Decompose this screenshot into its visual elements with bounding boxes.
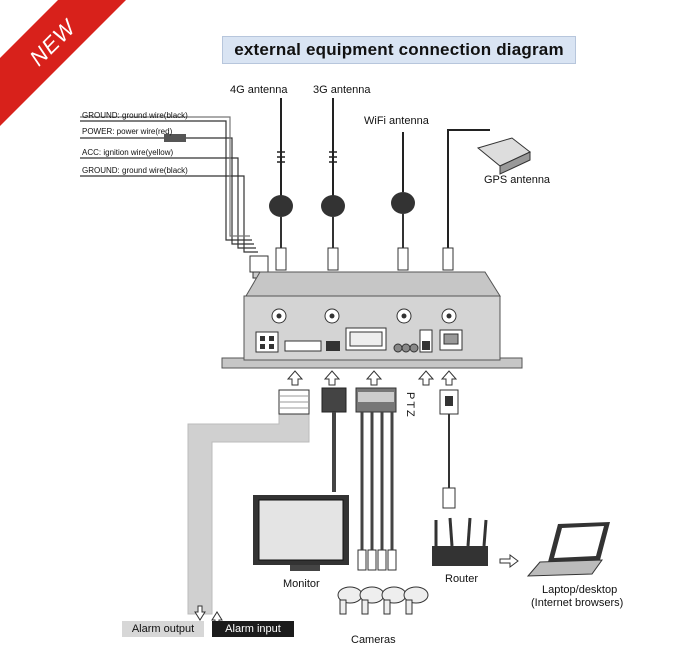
page-title: external equipment connection diagram — [234, 40, 564, 59]
cameras-icon — [337, 586, 429, 615]
ptz-label: PTZ — [404, 392, 416, 419]
laptop-label-line2: (Internet browsers) — [531, 597, 624, 609]
power-wires — [80, 116, 258, 253]
new-ribbon-icon — [0, 0, 126, 126]
alarm-input-label: Alarm input — [212, 621, 294, 637]
router-icon — [432, 517, 488, 566]
wire-label-acc: ACC: ignition wire(yellow) — [82, 148, 174, 157]
laptop-label-line1: Laptop/desktop — [542, 584, 618, 596]
antenna-gps-label: GPS antenna — [484, 174, 551, 186]
antenna-wifi-icon — [391, 132, 415, 271]
wire-label-ground-1: GROUND: ground wire(black) — [82, 111, 188, 120]
laptop-icon — [526, 522, 610, 577]
title-box: external equipment connection diagram — [222, 36, 576, 64]
dvr-device-icon — [221, 271, 523, 369]
arrow-right-icon — [499, 554, 519, 568]
antenna-4g-label: 4G antenna — [230, 84, 288, 96]
antenna-gps-icon — [442, 129, 531, 271]
alarm-output-label: Alarm output — [122, 621, 204, 637]
monitor-label: Monitor — [283, 578, 320, 590]
alarm-cable — [187, 413, 310, 615]
router-label: Router — [445, 573, 479, 585]
antenna-3g-label: 3G antenna — [313, 84, 371, 96]
antenna-4g-icon — [269, 98, 293, 271]
wire-label-ground-2: GROUND: ground wire(black) — [82, 166, 188, 175]
cameras-label: Cameras — [351, 634, 396, 646]
monitor-icon — [253, 495, 349, 571]
power-fuse-icon — [164, 134, 186, 142]
antenna-wifi-label: WiFi antenna — [364, 115, 429, 127]
arrows-up — [286, 370, 458, 386]
power-connector — [249, 255, 269, 273]
wire-label-power: POWER: power wire(red) — [82, 127, 173, 136]
antenna-3g-icon — [321, 98, 345, 271]
